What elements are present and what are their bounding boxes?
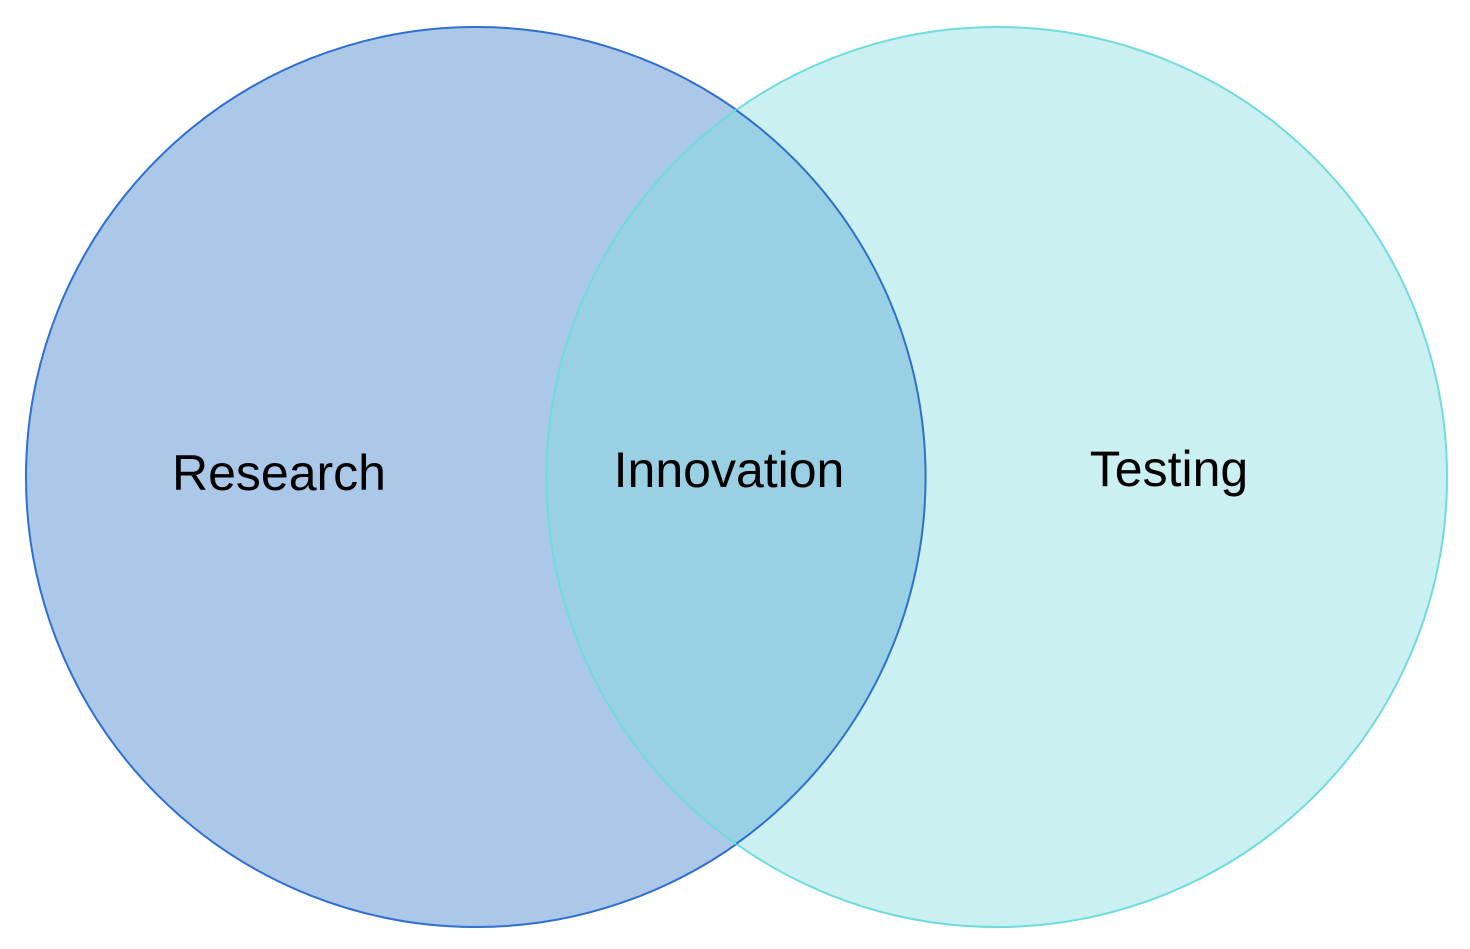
testing-circle-edge-overlap [545, 109, 737, 845]
innovation-intersection [547, 27, 926, 927]
innovation-label: Innovation [614, 442, 845, 498]
research-label: Research [172, 445, 386, 501]
testing-label: Testing [1090, 441, 1248, 497]
research-circle-edge-overlap [735, 109, 927, 845]
